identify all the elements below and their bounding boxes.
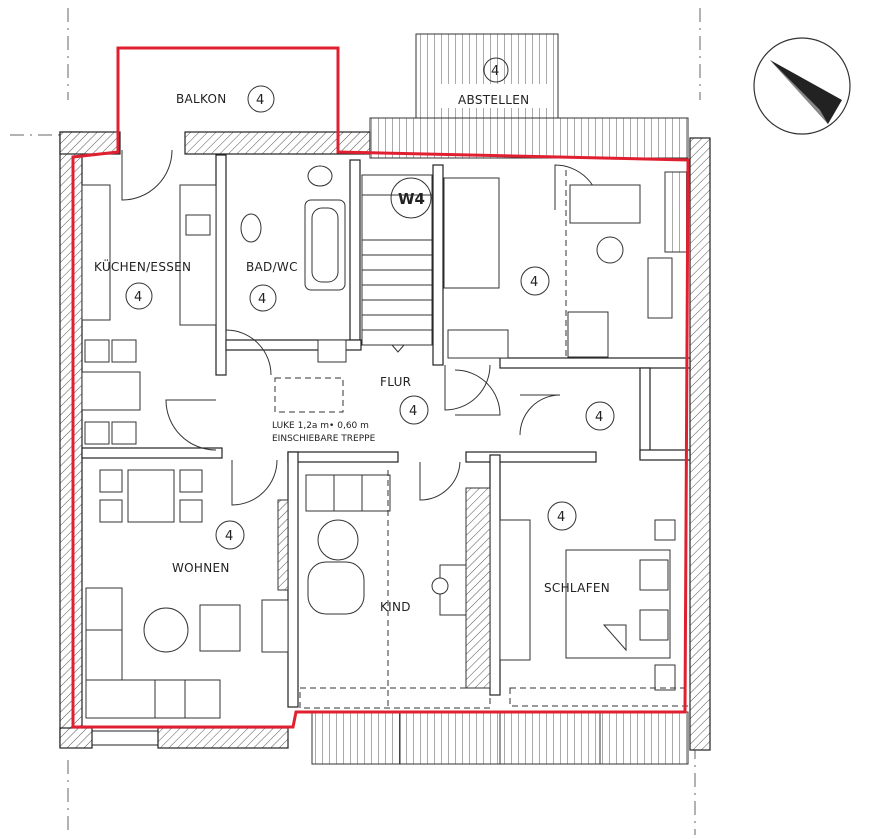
schlafen-number: 4 [557, 510, 565, 525]
balkon-label: BALKON [176, 92, 227, 106]
interior-walls [81, 154, 691, 708]
luke-note-line1: LUKE 1,2a m• 0,60 m [272, 421, 369, 431]
bathroom-fixtures [240, 165, 347, 363]
abstellen-label: ABSTELLEN [458, 93, 529, 107]
living-furniture [85, 469, 289, 719]
room-e-number: 4 [595, 410, 603, 425]
kind-label: KIND [380, 600, 411, 614]
roof-bottom [311, 711, 689, 765]
axis-lines [10, 8, 701, 835]
schlafen-label: SCHLAFEN [544, 581, 610, 595]
wohnen-number: 4 [225, 529, 233, 544]
flur-label: FLUR [380, 375, 411, 389]
stairs [361, 174, 433, 353]
bad-number: 4 [258, 292, 266, 307]
abstellen-number: 4 [491, 64, 499, 79]
flur-number: 4 [409, 404, 417, 419]
hatch-opening [274, 377, 344, 413]
doors [121, 149, 601, 506]
abstellen-area [415, 33, 559, 119]
room-ne-number: 4 [530, 275, 538, 290]
bedroom-furniture [499, 519, 691, 707]
compass-north-arrow-icon [753, 37, 851, 135]
apartment-outline [71, 46, 690, 729]
kuechen-label: KÜCHEN/ESSEN [94, 258, 191, 274]
child-room-furniture [299, 470, 491, 709]
bad-label: BAD/WC [246, 260, 298, 274]
wohnen-label: WOHNEN [172, 561, 230, 575]
kuechen-number: 4 [134, 290, 142, 305]
balkon-number: 4 [256, 93, 264, 108]
kitchen-furniture [81, 184, 217, 445]
w4-label: W4 [398, 190, 425, 208]
bedroom-ne-furniture [443, 170, 688, 359]
roof-top [369, 117, 689, 159]
luke-note-line2: EINSCHIEBARE TREPPE [272, 434, 376, 444]
